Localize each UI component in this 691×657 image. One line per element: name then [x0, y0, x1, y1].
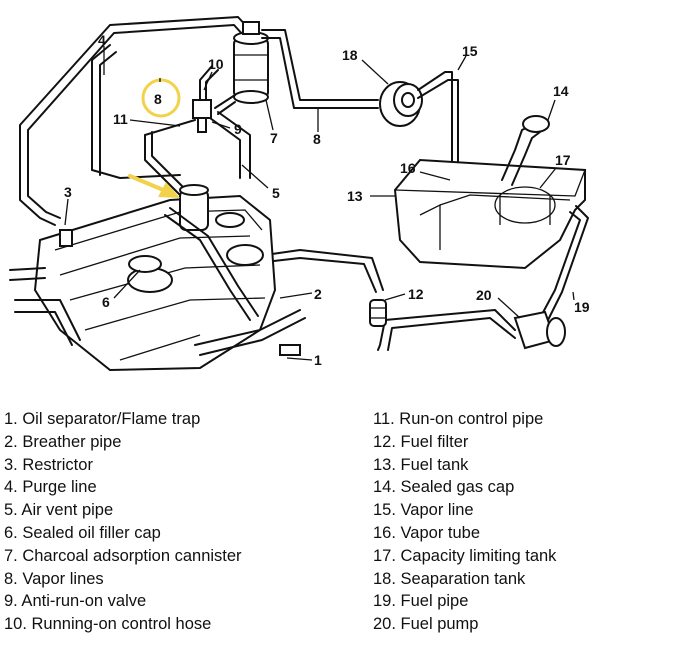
legend-item: 14. Sealed gas cap [373, 478, 515, 497]
legend-item: 12. Fuel filter [373, 432, 469, 451]
legend-item: 5. Air vent pipe [4, 501, 114, 520]
engine [9, 184, 306, 372]
vapor-line-15 [417, 71, 459, 176]
legend-right-column: 11. Run-on control pipe 12. Fuel filter … [373, 408, 556, 636]
callout-19: 19 [574, 299, 590, 315]
callout-5: 5 [272, 185, 280, 201]
legend-item: 7. Charcoal adsorption cannister [4, 546, 242, 565]
callout-15: 15 [462, 43, 478, 59]
leader-lines [64, 46, 575, 361]
legend-item: 16. Vapor tube [373, 523, 481, 542]
callout-14: 14 [553, 83, 569, 99]
legend-item: 13. Fuel tank [373, 455, 469, 474]
callout-12: 12 [408, 286, 424, 302]
fuel-filter [369, 299, 387, 327]
callout-11: 11 [113, 111, 128, 127]
legend-item: 4. Purge line [4, 478, 97, 497]
legend-item: 3. Restrictor [4, 455, 93, 474]
callout-17: 17 [555, 152, 571, 168]
callout-1: 1 [314, 352, 322, 368]
legend-item: 10. Running-on control hose [4, 615, 212, 634]
run-on-control-pipe [91, 44, 196, 201]
vapor-lines [214, 29, 379, 115]
callout-20: 20 [476, 287, 492, 303]
filler-neck [501, 115, 550, 186]
fuel-pump [513, 310, 566, 350]
legend-item: 9. Anti-run-on valve [4, 592, 147, 611]
callout-18: 18 [342, 47, 358, 63]
highlight-arrow [128, 174, 180, 198]
charcoal-cannister [233, 21, 269, 104]
legend-item: 6. Sealed oil filler cap [4, 523, 161, 542]
callout-2: 2 [314, 286, 322, 302]
callout-10: 10 [208, 56, 224, 72]
legend-left-column: 1. Oil separator/Flame trap 2. Breather … [4, 408, 242, 636]
separation-tank [379, 81, 423, 127]
fuel-pipe [539, 205, 589, 321]
callout-7: 7 [270, 130, 278, 146]
legend-item: 1. Oil separator/Flame trap [4, 410, 201, 428]
callout-8a: 8 [154, 91, 162, 107]
callout-13: 13 [347, 188, 363, 204]
callout-4: 4 [98, 32, 106, 48]
legend-item: 8. Vapor lines [4, 569, 104, 588]
callout-8b: 8 [313, 131, 321, 147]
evap-system-diagram: 1 2 3 4 5 6 7 8 8 9 10 11 12 13 14 15 16… [9, 16, 590, 372]
legend-item: 17. Capacity limiting tank [373, 546, 557, 565]
callout-9: 9 [234, 121, 242, 137]
legend-item: 19. Fuel pipe [373, 592, 469, 611]
highlight-circle [141, 78, 181, 118]
legend-item: 11. Run-on control pipe [373, 410, 544, 428]
legend-item: 15. Vapor line [373, 501, 474, 520]
legend-item: 18. Seaparation tank [373, 569, 526, 588]
fuel-tank [393, 158, 586, 270]
legend-item: 20. Fuel pump [373, 615, 479, 634]
callout-6: 6 [102, 294, 110, 310]
legend-item: 2. Breather pipe [4, 432, 122, 451]
callout-3: 3 [64, 184, 72, 200]
callout-16: 16 [400, 160, 416, 176]
anti-run-on-valve [192, 65, 251, 179]
